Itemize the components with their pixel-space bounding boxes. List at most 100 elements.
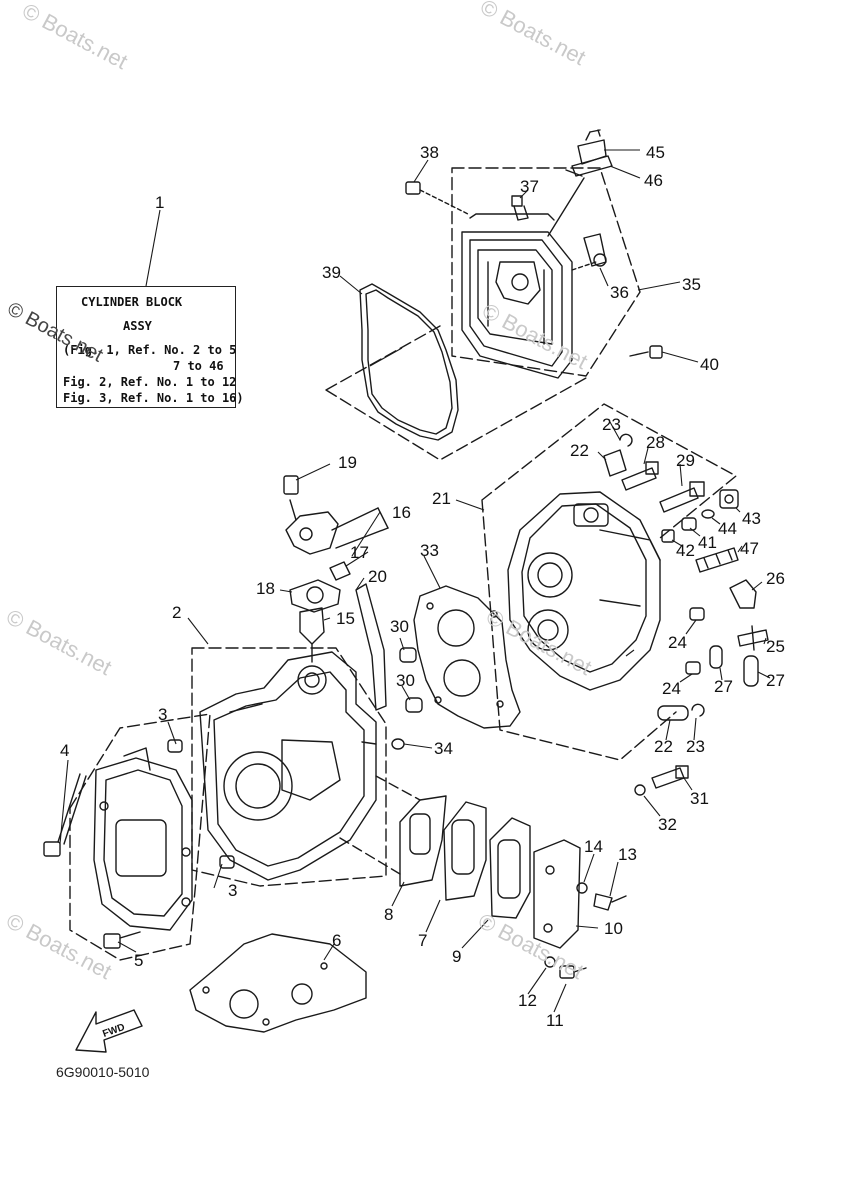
- callout-3: 3: [158, 705, 167, 724]
- legend-line-5: Fig. 2, Ref. No. 1 to 12: [63, 375, 237, 389]
- callout-33: 33: [420, 541, 439, 560]
- fitting-17: [329, 561, 351, 581]
- fwd-arrow: [75, 1009, 143, 1053]
- plate-8: [399, 795, 447, 887]
- callout-24: 24: [668, 633, 687, 652]
- callout-26: 26: [766, 569, 785, 588]
- washer-12: [544, 956, 556, 968]
- bolt-28: [621, 461, 659, 491]
- thermostat-gasket: [289, 579, 341, 613]
- dowel-pin-3-lower: [219, 855, 235, 869]
- bolt-29: [659, 481, 705, 513]
- hose-27-left: [709, 645, 723, 669]
- fitting-43: [719, 489, 739, 509]
- dowel-30-upper: [399, 647, 417, 663]
- bolt-11: [559, 965, 587, 979]
- callout-13: 13: [618, 845, 637, 864]
- callout-11: 11: [546, 1011, 564, 1030]
- fitting-24-upper: [689, 607, 705, 621]
- assembly-legend-box: CYLINDER BLOCK ASSY (Fig. 1, Ref. No. 2 …: [56, 286, 244, 408]
- callout-23b: 23: [686, 737, 705, 756]
- washer-32: [634, 784, 646, 796]
- callout-28: 28: [646, 433, 665, 452]
- legend-line-3: (Fig. 1, Ref. No. 2 to 5: [63, 343, 237, 357]
- callout-36: 36: [610, 283, 629, 302]
- sleeve-22-lower: [657, 705, 689, 721]
- plug-41: [681, 517, 697, 531]
- bolt-38: [405, 181, 469, 215]
- head-gasket: [413, 585, 521, 729]
- legend-line-4: 7 to 46: [173, 359, 224, 373]
- cover-10: [533, 839, 581, 949]
- callout-35: 35: [682, 275, 701, 294]
- callout-27: 27: [714, 677, 733, 696]
- thermostat: [299, 607, 325, 663]
- callout-38: 38: [420, 143, 439, 162]
- cylinder-block: [199, 651, 377, 881]
- washer-14: [576, 882, 588, 894]
- callout-22: 22: [570, 441, 589, 460]
- callout-25: 25: [766, 637, 785, 656]
- callout-30b: 30: [396, 671, 415, 690]
- callout-15: 15: [336, 609, 355, 628]
- crankcase: [93, 747, 193, 931]
- callout-8: 8: [384, 905, 393, 924]
- exhaust-gasket: [189, 933, 367, 1033]
- callout-37: 37: [520, 177, 539, 196]
- callout-9: 9: [452, 947, 461, 966]
- legend-line-1: CYLINDER BLOCK: [81, 295, 183, 309]
- oring-34: [391, 738, 405, 750]
- washer-44: [701, 509, 715, 519]
- callout-29: 29: [676, 451, 695, 470]
- callout-2: 2: [172, 603, 181, 622]
- callout-18: 18: [256, 579, 275, 598]
- plate-9: [489, 817, 531, 919]
- callout-14: 14: [584, 837, 603, 856]
- callout-32: 32: [658, 815, 677, 834]
- callout-39: 39: [322, 263, 341, 282]
- callout-31: 31: [690, 789, 709, 808]
- bolt-42: [661, 529, 675, 543]
- callout-6: 6: [332, 931, 341, 950]
- legend-line-2: ASSY: [123, 319, 152, 333]
- callout-21: 21: [432, 489, 451, 508]
- bolt-37: [511, 195, 529, 221]
- callout-42: 42: [676, 541, 695, 560]
- bolt-40: [629, 345, 663, 359]
- clip-23-lower: [691, 703, 705, 717]
- callout-19: 19: [338, 453, 357, 472]
- callout-46: 46: [644, 171, 663, 190]
- legend-line-6: Fig. 3, Ref. No. 1 to 16): [63, 391, 244, 405]
- callout-7: 7: [418, 931, 427, 950]
- callout-4: 4: [60, 741, 69, 760]
- cover-gasket: [359, 283, 459, 441]
- tee-25: [737, 625, 769, 651]
- callout-43: 43: [742, 509, 761, 528]
- fwd-label: FWD: [101, 1022, 126, 1040]
- callout-30: 30: [390, 617, 409, 636]
- callout-44: 44: [718, 519, 737, 538]
- hose-20: [355, 583, 387, 711]
- cylinder-head-cover: [461, 213, 573, 379]
- callout-24b: 24: [662, 679, 681, 698]
- thermostat-cover: [283, 475, 339, 555]
- callout-5: 5: [134, 951, 143, 970]
- callout-1: 1: [155, 193, 164, 212]
- callout-12: 12: [518, 991, 537, 1010]
- callout-16: 16: [392, 503, 411, 522]
- dowel-30-lower: [405, 697, 423, 713]
- bolt-31: [651, 765, 689, 789]
- clip-23-upper: [619, 433, 633, 447]
- callout-22b: 22: [654, 737, 673, 756]
- callout-45: 45: [646, 143, 665, 162]
- bolt-22-upper: [603, 449, 627, 477]
- callout-41: 41: [698, 533, 717, 552]
- breather-fitting-36: [571, 233, 607, 271]
- callout-20: 20: [368, 567, 387, 586]
- callout-27b: 27: [766, 671, 785, 690]
- callout-10: 10: [604, 919, 623, 938]
- plate-7: [443, 801, 487, 901]
- callout-23: 23: [602, 415, 621, 434]
- hose-27-right: [743, 655, 759, 687]
